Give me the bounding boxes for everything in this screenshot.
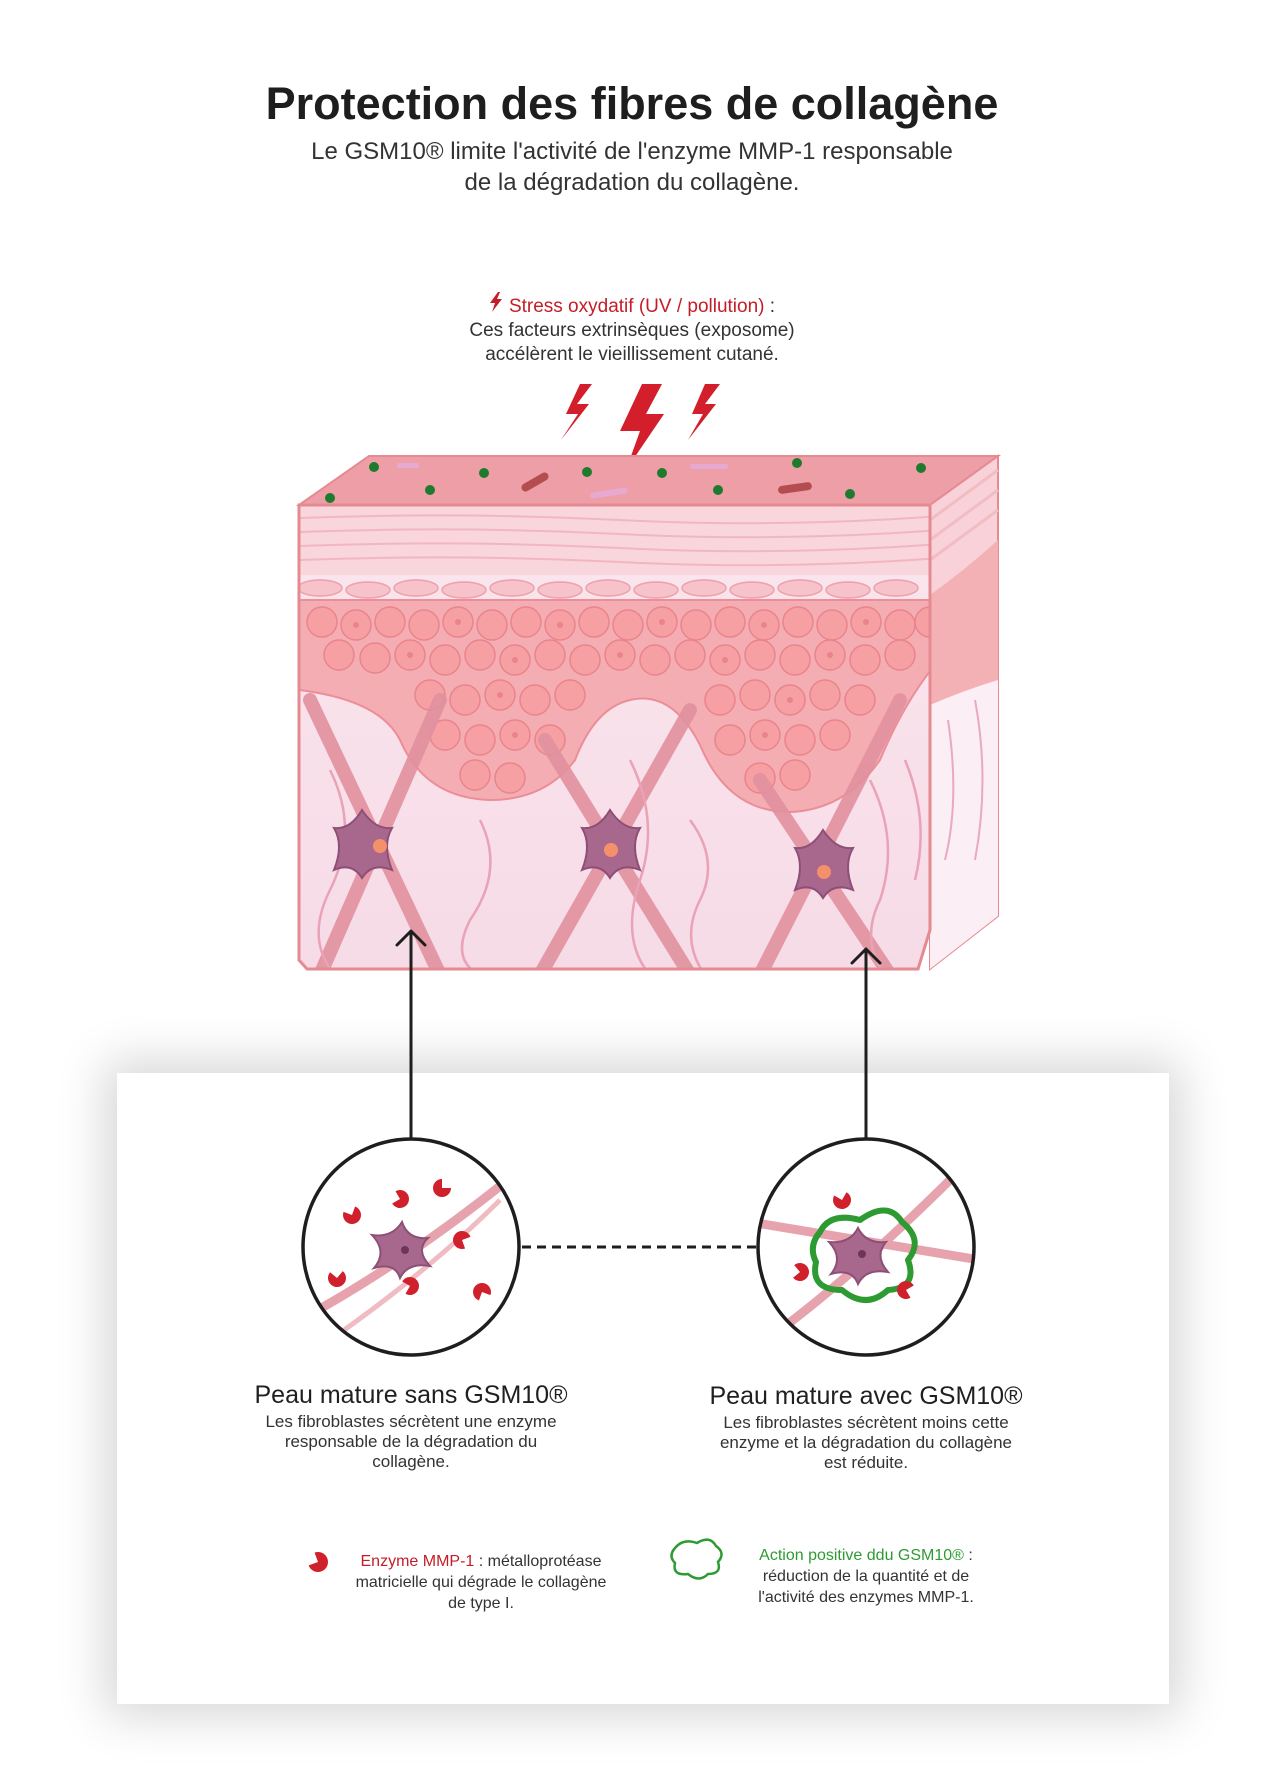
side-face-layers [929,468,999,969]
uv-lightning-bolts [561,384,720,470]
page-subtitle: Le GSM10® limite l'activité de l'enzyme … [232,136,1032,198]
legend-gsm10-label: Action positive ddu GSM10® [759,1547,964,1564]
comparison-panel [117,1073,1169,1704]
lightning-bolt-2 [620,384,664,470]
legend-gsm10: Action positive ddu GSM10® : réduction d… [716,1545,1016,1608]
lightning-icon [489,292,503,319]
magnifier-left [301,1137,521,1357]
caption-right-line-2: enzyme et la dégradation du collagène [719,1433,1013,1452]
caption-without-gsm10: Peau mature sans GSM10® Les fibroblastes… [211,1380,611,1472]
lightning-bolt-3 [688,384,720,440]
caption-left-line-2: responsable de la dégradation du [284,1432,538,1451]
legend-enzyme-label: Enzyme MMP-1 [360,1553,475,1570]
legend-enzyme-desc-1: : métalloprotéase [474,1553,602,1570]
page-title: Protection des fibres de collagène [265,78,999,129]
caption-right-title: Peau mature avec GSM10® [709,1382,1023,1410]
arrow-left-head [395,929,427,947]
arrow-right-head [850,947,882,965]
surface-particles [325,458,926,503]
caption-right-line-3: est réduite. [823,1453,909,1472]
subtitle-line-2: de la dégradation du collagène. [464,169,800,196]
legend-gsm10-desc-1: : [963,1547,973,1564]
lightning-bolt-1 [561,384,592,440]
caption-left-title: Peau mature sans GSM10® [254,1381,568,1409]
stress-title: Stress oxydatif (UV / pollution) [508,296,765,317]
enzyme-legend-icon [308,1552,328,1572]
subtitle-line-1: Le GSM10® limite l'activité de l'enzyme … [311,138,953,165]
mmp1-enzymes-right [793,1192,914,1299]
legend-gsm10-desc-3: l'activité des enzymes MMP-1. [758,1589,974,1606]
pointer-arrows [395,929,882,1142]
skin-cross-section [295,384,1002,972]
caption-right-line-1: Les fibroblastes sécrètent moins cette [723,1413,1009,1432]
legend-enzyme: Enzyme MMP-1 : métalloprotéase matriciel… [326,1551,636,1614]
stress-colon: : [764,296,776,317]
legend-enzyme-desc-2: matricielle qui dégrade le collagène [355,1574,607,1591]
caption-left-line-1: Les fibroblastes sécrètent une enzyme [265,1412,557,1431]
stress-line-2: Ces facteurs extrinsèques (exposome) [469,320,795,341]
gsm10-legend-icon [670,1538,723,1580]
stress-line-3: accélèrent le vieillissement cutané. [485,344,779,365]
stress-annotation: Stress oxydatif (UV / pollution) : Ces f… [382,292,882,367]
caption-with-gsm10: Peau mature avec GSM10® Les fibroblastes… [666,1381,1066,1473]
legend-enzyme-desc-3: de type I. [448,1595,514,1612]
magnifier-right [756,1137,976,1357]
legend-gsm10-desc-2: réduction de la quantité et de [762,1568,970,1585]
mmp1-enzymes-left [328,1179,491,1301]
fibroblast-cells [332,808,855,900]
caption-left-line-3: collagène. [372,1452,450,1471]
skin-front-face [299,505,930,969]
